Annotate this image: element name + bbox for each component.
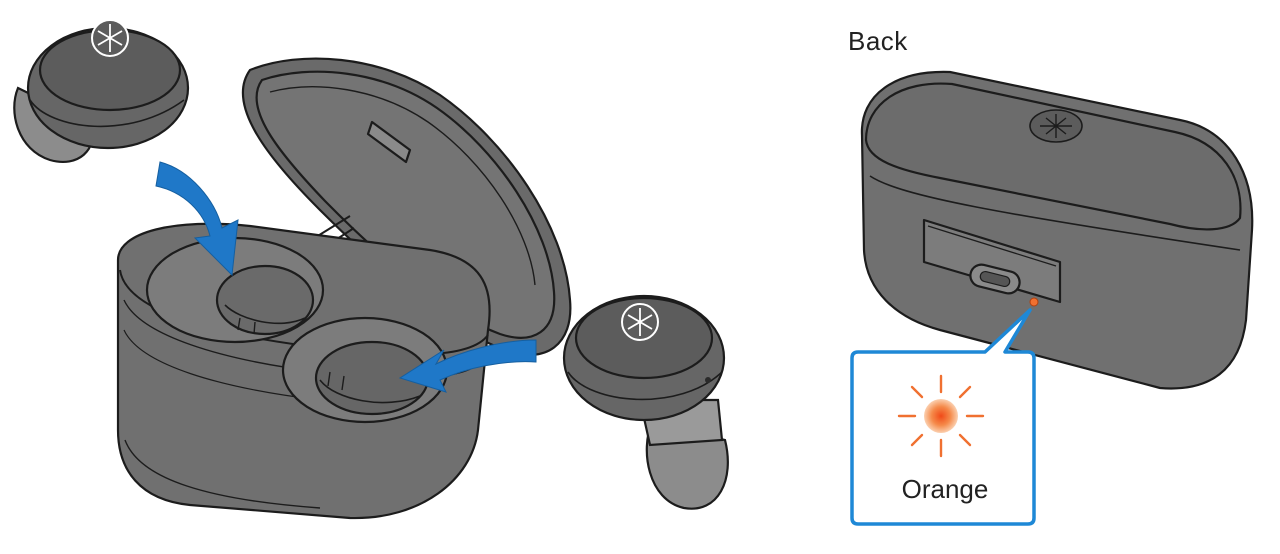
open-charging-case xyxy=(116,57,572,520)
back-view-label: Back xyxy=(848,26,908,56)
left-earbud xyxy=(13,19,190,163)
case-body xyxy=(116,222,491,520)
led-indicator-icon xyxy=(1029,297,1039,307)
curved-arrow-icon xyxy=(398,339,537,393)
case-lid xyxy=(241,57,572,356)
tuning-fork-emblem-icon xyxy=(621,303,659,341)
tuning-fork-emblem-icon xyxy=(91,19,129,57)
led-callout xyxy=(850,308,1036,526)
closed-case-back-view xyxy=(860,70,1254,390)
led-glow-icon xyxy=(897,374,985,458)
right-earbud xyxy=(562,294,729,510)
curved-arrow-icon xyxy=(155,161,239,277)
led-color-label: Orange xyxy=(901,474,989,504)
tuning-fork-emblem-icon xyxy=(1029,109,1083,143)
